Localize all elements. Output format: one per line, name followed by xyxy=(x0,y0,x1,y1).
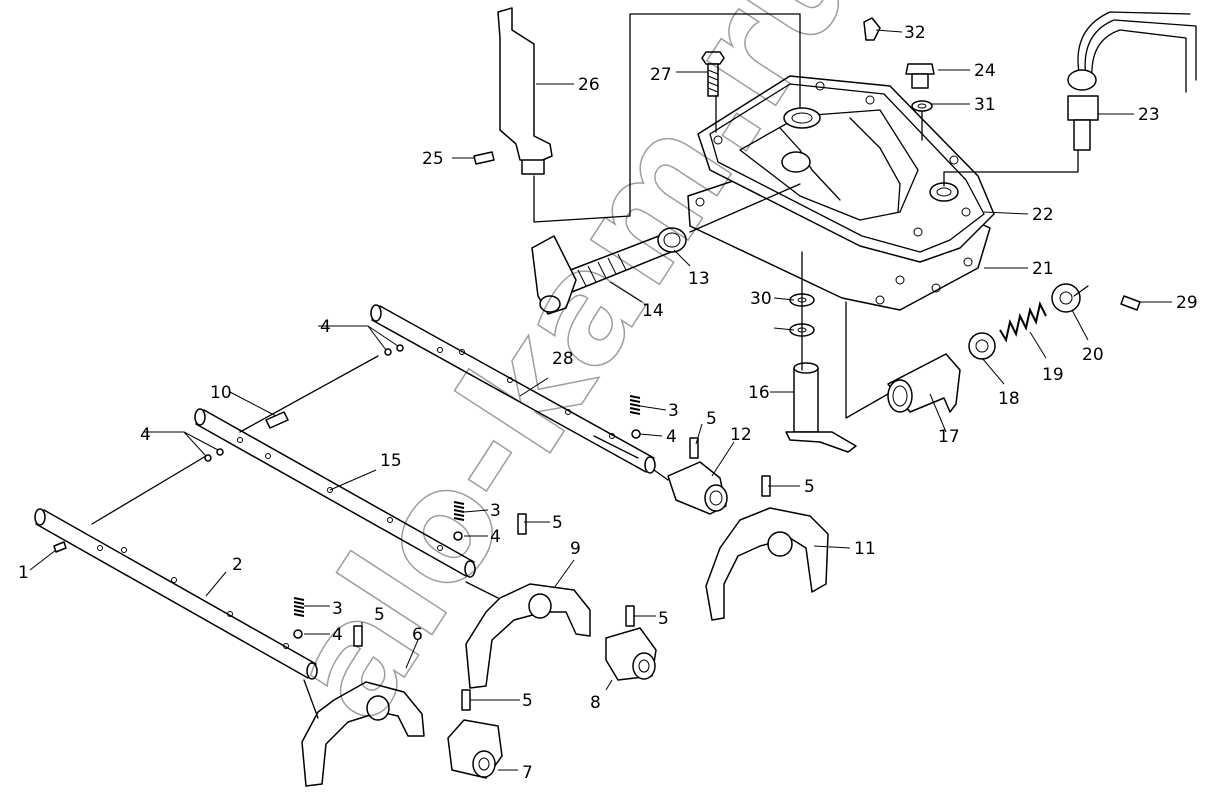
rail-15 xyxy=(194,408,476,578)
callout-c5c: 5 xyxy=(552,513,563,533)
seal-13 xyxy=(657,227,687,253)
sensor-23 xyxy=(1067,11,1197,151)
washer-20 xyxy=(1051,283,1081,313)
callout-c21: 21 xyxy=(1032,259,1054,279)
spring-19 xyxy=(999,301,1047,343)
pin-5 xyxy=(353,437,771,711)
callout-c22: 22 xyxy=(1032,205,1054,225)
callout-c12: 12 xyxy=(730,425,752,445)
callout-c5b: 5 xyxy=(804,477,815,497)
callout-c2: 2 xyxy=(232,555,243,575)
callout-c5a: 5 xyxy=(706,409,717,429)
callout-c27: 27 xyxy=(650,65,672,85)
callout-c23: 23 xyxy=(1138,105,1160,125)
callout-c3c: 3 xyxy=(332,599,343,619)
callout-c11: 11 xyxy=(854,539,876,559)
callout-c20: 20 xyxy=(1082,345,1104,365)
plug-24 xyxy=(905,63,935,89)
ball-4 xyxy=(204,344,641,639)
callout-c4b: 4 xyxy=(140,425,151,445)
finger-16 xyxy=(785,362,857,453)
callout-c32: 32 xyxy=(904,23,926,43)
callout-c30: 30 xyxy=(750,289,772,309)
callout-c31: 31 xyxy=(974,95,996,115)
rail-2 xyxy=(34,508,318,680)
washer-18 xyxy=(968,332,996,360)
callout-c6: 6 xyxy=(412,625,423,645)
shaft-14 xyxy=(531,233,677,315)
callout-c4a: 4 xyxy=(320,317,331,337)
pin-29 xyxy=(1120,295,1141,311)
callout-c29: 29 xyxy=(1176,293,1198,313)
pin-10 xyxy=(265,411,289,429)
callout-c5f: 5 xyxy=(522,691,533,711)
washer-31 xyxy=(911,100,933,112)
cover-22 xyxy=(697,75,995,263)
callout-c4e: 4 xyxy=(332,625,343,645)
callout-c3a: 3 xyxy=(668,401,679,421)
rail-holes xyxy=(97,347,615,649)
bolt-27 xyxy=(701,51,725,97)
callout-c3b: 3 xyxy=(490,501,501,521)
callout-c5e: 5 xyxy=(374,605,385,625)
dog-7 xyxy=(447,719,503,779)
callout-c1: 1 xyxy=(18,563,29,583)
callout-pointers xyxy=(29,29,1172,771)
callout-c10: 10 xyxy=(210,383,232,403)
callout-c8: 8 xyxy=(590,693,601,713)
callout-c4d: 4 xyxy=(490,527,501,547)
clip-32 xyxy=(863,17,881,41)
fork-6 xyxy=(301,681,425,787)
dog-8 xyxy=(605,627,657,681)
callout-c28: 28 xyxy=(552,349,574,369)
callout-c26: 26 xyxy=(578,75,600,95)
callout-c4c: 4 xyxy=(666,427,677,447)
callout-c24: 24 xyxy=(974,61,996,81)
dog-12 xyxy=(667,461,728,515)
callout-c14: 14 xyxy=(642,301,664,321)
sleeve-17 xyxy=(887,353,961,413)
pin-25 xyxy=(473,151,495,165)
rail-28 xyxy=(370,304,656,474)
callout-c7: 7 xyxy=(522,763,533,783)
spring-3 xyxy=(293,395,641,617)
fork-11 xyxy=(705,507,829,621)
callout-c15: 15 xyxy=(380,451,402,471)
callout-c9: 9 xyxy=(570,539,581,559)
callout-c17: 17 xyxy=(938,427,960,447)
callout-c19: 19 xyxy=(1042,365,1064,385)
callout-c16: 16 xyxy=(748,383,770,403)
shift-lever-26 xyxy=(497,7,553,175)
callout-labels: 32 27 24 31 23 26 25 22 21 13 14 30 29 1… xyxy=(18,23,1198,783)
callout-c13: 13 xyxy=(688,269,710,289)
callout-c18: 18 xyxy=(998,389,1020,409)
callout-c25: 25 xyxy=(422,149,444,169)
callout-c5d: 5 xyxy=(658,609,669,629)
leader-lines xyxy=(91,13,1089,719)
fork-9 xyxy=(465,583,591,689)
